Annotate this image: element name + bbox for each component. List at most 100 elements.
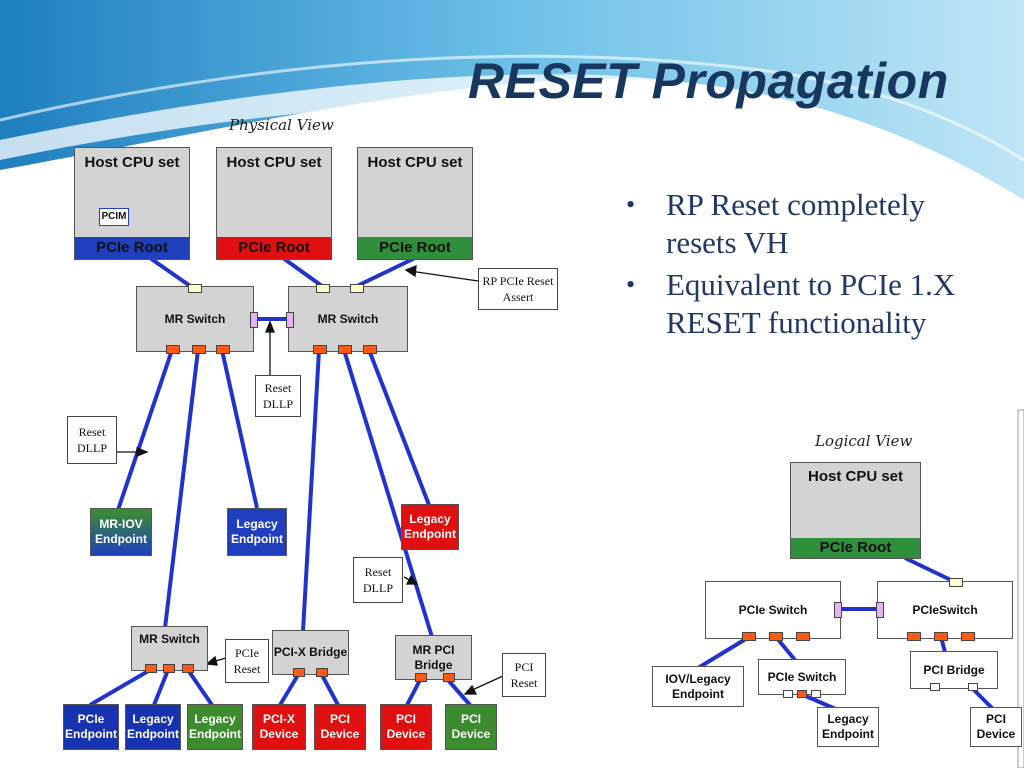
port bbox=[216, 345, 230, 354]
legacy-endpoint: Legacy Endpoint bbox=[187, 704, 243, 750]
host-cpu-set: Host CPU set PCIe Root bbox=[357, 147, 473, 260]
physical-links bbox=[88, 256, 472, 707]
arrow-head bbox=[463, 684, 478, 695]
pci-x-device: PCI-X Device bbox=[252, 704, 306, 750]
link bbox=[88, 668, 152, 707]
host-label: Host CPU set bbox=[367, 154, 463, 171]
host-cpu-set: Host CPU set PCIe Root bbox=[216, 147, 332, 260]
wave-line bbox=[0, 54, 1024, 162]
pcie-root: PCIe Root bbox=[791, 538, 920, 558]
port bbox=[350, 284, 364, 293]
port bbox=[338, 345, 352, 354]
link bbox=[148, 256, 195, 290]
arrow-head bbox=[404, 264, 417, 278]
port bbox=[163, 664, 175, 673]
pcie-root: PCIe Root bbox=[75, 237, 189, 259]
bullet-item: • Equivalent to PCIe 1.X RESET functional… bbox=[620, 266, 970, 342]
host-label: Host CPU set bbox=[84, 154, 180, 171]
arrow-head bbox=[205, 655, 218, 666]
port bbox=[293, 668, 305, 677]
link bbox=[367, 349, 431, 506]
port bbox=[286, 312, 294, 328]
link bbox=[278, 673, 300, 707]
rp-pcie-reset-assert-note: RP PCIe Reset Assert bbox=[478, 268, 558, 310]
link bbox=[163, 349, 200, 629]
bullet-list: • RP Reset completely resets VH • Equivale… bbox=[620, 186, 970, 346]
bullet-dot-icon: • bbox=[626, 270, 636, 299]
iov-legacy-endpoint: IOV/Legacy Endpoint bbox=[652, 666, 744, 707]
link bbox=[696, 635, 751, 670]
port bbox=[166, 345, 180, 354]
reset-dllp-note: Reset DLLP bbox=[255, 375, 301, 417]
bullet-text: Equivalent to PCIe 1.X RESET functionali… bbox=[666, 267, 956, 340]
logical-pcie-switch-small: PCIe Switch bbox=[758, 659, 846, 695]
port bbox=[316, 284, 330, 293]
port bbox=[783, 690, 793, 698]
arrow bbox=[409, 270, 479, 282]
top-wave bbox=[0, 0, 1024, 200]
logical-pcie-switch-right: PCIeSwitch bbox=[877, 581, 1013, 639]
link bbox=[186, 668, 214, 707]
port bbox=[930, 683, 940, 691]
host-cpu-set: Host CPU set PCIM PCIe Root bbox=[74, 147, 190, 260]
host-label: Host CPU set bbox=[807, 468, 904, 485]
port bbox=[443, 673, 455, 682]
pci-device: PCI Device bbox=[380, 704, 432, 750]
logical-pci-bridge: PCI Bridge bbox=[910, 651, 998, 689]
port bbox=[192, 345, 206, 354]
link bbox=[320, 674, 340, 706]
link bbox=[356, 256, 416, 288]
mr-iov-endpoint: MR-IOV Endpoint bbox=[90, 508, 152, 556]
pcie-root: PCIe Root bbox=[217, 237, 331, 259]
logical-legacy-endpoint: Legacy Endpoint bbox=[817, 707, 879, 747]
mr-switch-left: MR Switch bbox=[136, 286, 254, 352]
port bbox=[182, 664, 194, 673]
bullet-dot-icon: • bbox=[626, 190, 636, 219]
legacy-endpoint: Legacy Endpoint bbox=[401, 504, 459, 550]
slide-title: RESET Propagation bbox=[468, 53, 949, 109]
port bbox=[949, 578, 963, 587]
port bbox=[188, 284, 202, 293]
pci-device: PCI Device bbox=[445, 704, 497, 750]
legacy-endpoint: Legacy Endpoint bbox=[125, 704, 181, 750]
physical-view-caption: Physical View bbox=[229, 116, 334, 134]
port bbox=[797, 690, 807, 698]
port bbox=[415, 673, 427, 682]
logical-view-caption: Logical View bbox=[815, 432, 913, 450]
arrow-head bbox=[265, 320, 275, 333]
pcie-reset-note: PCIe Reset bbox=[225, 639, 269, 683]
pcie-endpoint: PCIe Endpoint bbox=[63, 704, 119, 750]
arrow bbox=[469, 675, 504, 692]
logical-host-cpu-set: Host CPU set PCIe Root bbox=[790, 462, 921, 559]
port bbox=[907, 632, 921, 641]
link bbox=[405, 679, 422, 706]
link bbox=[342, 349, 434, 638]
port bbox=[313, 345, 327, 354]
port bbox=[968, 683, 978, 691]
port bbox=[145, 664, 157, 673]
port bbox=[876, 602, 884, 618]
reset-dllp-note: Reset DLLP bbox=[67, 416, 117, 464]
port bbox=[769, 632, 783, 641]
bullet-text: RP Reset completely resets VH bbox=[666, 187, 925, 260]
port bbox=[934, 632, 948, 641]
link bbox=[152, 669, 170, 706]
port bbox=[250, 312, 258, 328]
mr-pci-bridge: MR PCI Bridge bbox=[395, 635, 472, 680]
pcim-box: PCIM bbox=[99, 208, 129, 226]
pcie-root: PCIe Root bbox=[358, 237, 472, 259]
arrow-head bbox=[405, 574, 419, 585]
port bbox=[796, 632, 810, 641]
link bbox=[446, 678, 472, 707]
port bbox=[834, 602, 842, 618]
port bbox=[811, 690, 821, 698]
annotation-arrows bbox=[116, 264, 504, 695]
port bbox=[316, 668, 328, 677]
pci-device: PCI Device bbox=[314, 704, 366, 750]
port bbox=[363, 345, 377, 354]
host-label: Host CPU set bbox=[226, 154, 322, 171]
port bbox=[961, 632, 975, 641]
bullet-item: • RP Reset completely resets VH bbox=[620, 186, 970, 262]
arrow-head bbox=[136, 447, 149, 457]
